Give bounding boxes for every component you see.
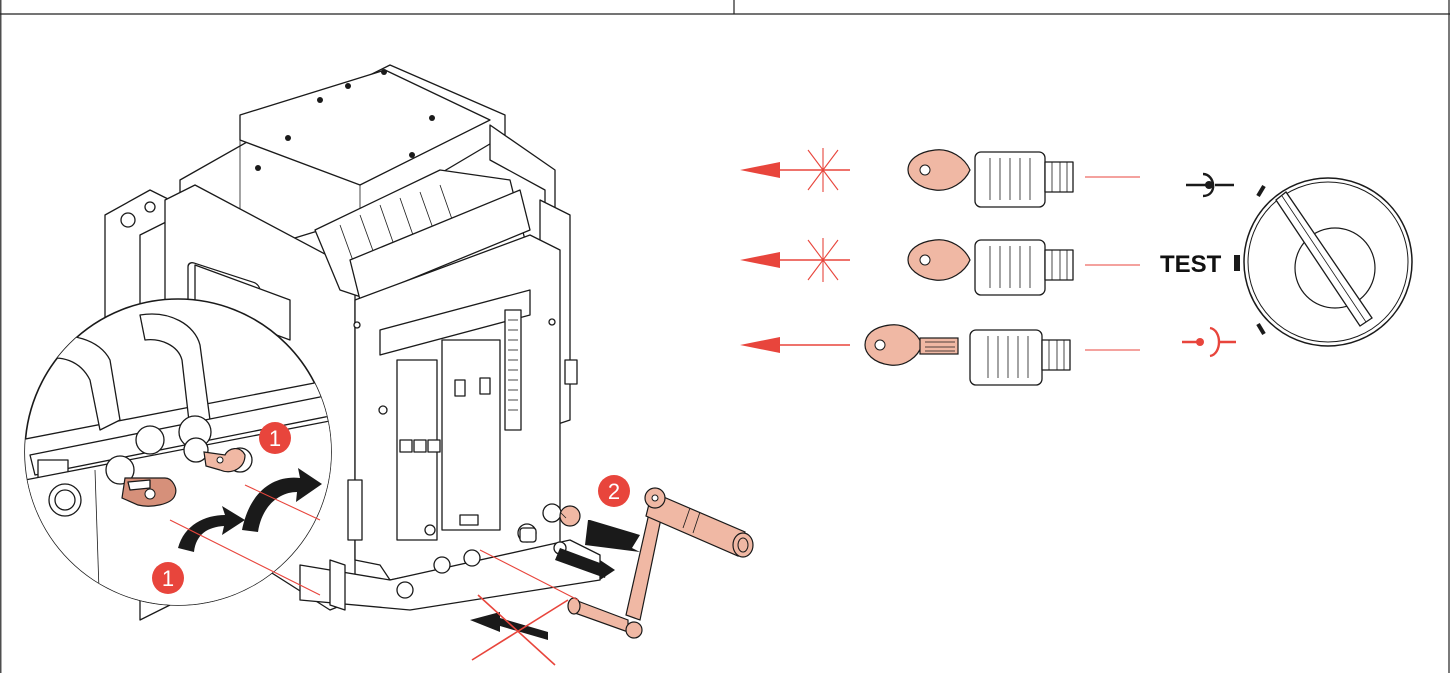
breaker-key-upper [542,503,581,527]
rotate-arrow-lower [178,506,245,552]
breaker-key-lower [517,523,537,543]
svg-text:1: 1 [269,426,281,451]
svg-text:1: 1 [162,566,174,591]
step-badge-1-upper: 1 [259,422,291,454]
connected-symbol-icon [1186,172,1234,198]
rotate-arrow-upper [242,468,322,532]
magnified-key-lower [121,477,177,507]
blocked-crank-direction [470,594,569,666]
row-3-free [740,337,850,353]
step-badge-1-lower: 1 [152,562,184,594]
svg-text:2: 2 [608,479,620,504]
row-2-blocked [740,238,850,282]
disconnected-symbol-icon [1182,326,1236,358]
magnified-key-upper [183,437,246,473]
insert-arrow-upper [585,520,640,552]
test-position-label: TEST [1160,251,1222,278]
detail-magnifier [24,298,332,606]
step-badge-2: 2 [598,475,630,507]
row-3-key-removed [864,324,1140,386]
row-1-key [907,149,1140,208]
selector-dial [1243,177,1413,347]
insert-arrow-lower [555,548,608,578]
test-marker [1234,255,1240,271]
row-2-key [907,239,1140,296]
crank-handle [567,487,754,639]
row-1-blocked [740,148,850,192]
